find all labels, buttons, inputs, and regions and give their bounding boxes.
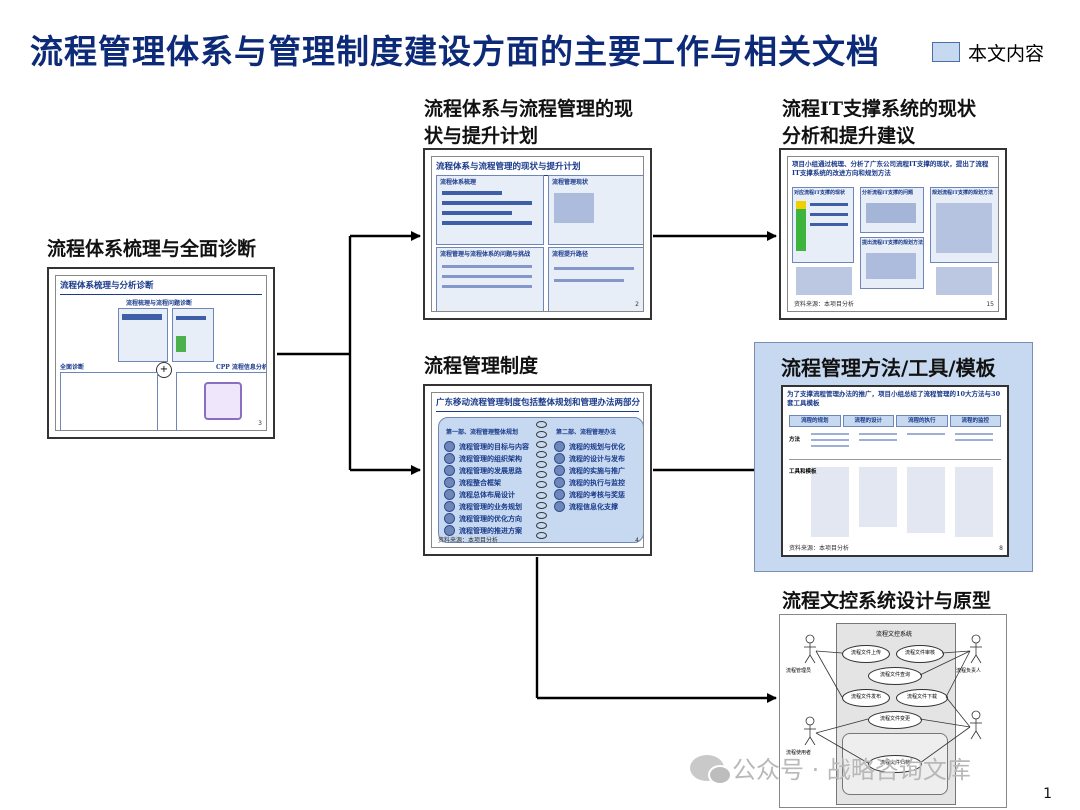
thumb-footer: 资料来源：本项目分析: [789, 545, 850, 552]
stage-chevron: 流程的设计: [842, 415, 894, 427]
page-number: 1: [1043, 786, 1052, 802]
row-label: 工具和模板: [789, 469, 817, 475]
thumb-footer: 资料来源：本项目分析: [794, 301, 855, 308]
use-case-oval: 流程文件审核: [896, 645, 944, 663]
thumb-page-number: 2: [635, 301, 639, 308]
column-title: 第一部、流程管理整体规划: [446, 429, 519, 436]
doc-thumb-methods-highlight[interactable]: 流程管理方法/工具/模板 为了支撑流程管理办法的推广，项目小组总结了流程管理的1…: [754, 342, 1033, 572]
list-item: 流程的实施与推广: [569, 465, 625, 475]
row-label: 方法: [789, 437, 801, 443]
thumb-section: 提出流程IT支撑的规划方法: [862, 240, 924, 246]
list-item: 流程管理的组织架构: [459, 453, 522, 463]
methods-page: 为了支撑流程管理办法的推广，项目小组总结了流程管理的10大方法与30套工具模板 …: [781, 385, 1009, 557]
stage-chevron: 流程的监控: [949, 415, 1001, 427]
list-item: 流程的设计与发布: [569, 453, 625, 463]
use-case-oval: 流程文件查询: [868, 667, 922, 685]
stage-chevron: 流程的规划: [789, 415, 841, 427]
thumb-section: 对应流程IT支撑的现状: [794, 190, 846, 196]
doc-label-diagnosis: 流程体系梳理与全面诊断: [47, 238, 257, 260]
thumb-subtitle: CPP 流程信息分析: [216, 364, 267, 371]
thumb-section: 流程提升路径: [552, 251, 589, 258]
page-title: 流程管理体系与管理制度建设方面的主要工作与相关文档: [30, 32, 880, 71]
thumb-section: 流程管理现状: [552, 179, 589, 186]
doc-label-regulations: 流程管理制度: [424, 355, 539, 377]
actor-label: 流程负责人: [956, 668, 982, 674]
thumb-title: 流程体系梳理与分析诊断: [60, 281, 154, 291]
system-title: 流程文控系统: [876, 631, 913, 638]
list-item: 流程管理的推进方案: [459, 525, 522, 535]
thumb-section: 流程管理与流程体系的问题与挑战: [440, 251, 531, 258]
use-case-oval: 流程文件变更: [868, 711, 922, 729]
list-item: 流程整合框架: [459, 477, 501, 487]
doc-label-it-support: 流程IT支撑系统的现状分析和提升建议: [782, 98, 977, 147]
wechat-icon: [690, 754, 732, 785]
watermark-text: 公众号 · 战略咨询文库: [732, 756, 971, 784]
doc-thumb-it-support[interactable]: 项目小组通过梳理、分析了广东公司流程IT支撑的现状，提出了流程IT支撑系统的改进…: [779, 148, 1007, 320]
doc-thumb-status-plan[interactable]: 流程体系与流程管理的现状与提升计划 流程体系梳理 流程管理现状 流程管理与流程体…: [423, 148, 652, 320]
thumb-title: 为了支撑流程管理办法的推广，项目小组总结了流程管理的10大方法与30套工具模板: [787, 390, 1001, 407]
list-item: 流程的规划与优化: [569, 441, 625, 451]
thumb-page-number: 15: [986, 301, 994, 308]
thumb-page-number: 4: [635, 537, 639, 544]
doc-label-doc-control: 流程文控系统设计与原型: [782, 590, 992, 612]
thumb-section: 分析流程IT支撑的问题: [862, 190, 914, 196]
list-item: 流程管理的业务规划: [459, 501, 522, 511]
use-case-oval: 流程文件下载: [896, 689, 948, 707]
thumb-title: 广东移动流程管理制度包括整体规划和管理办法两部分: [436, 398, 641, 408]
list-item: 流程信息化支撑: [569, 501, 618, 511]
thumb-section: 流程体系梳理: [440, 179, 477, 186]
use-case-oval: 流程文件发布: [842, 689, 890, 707]
thumb-subtitle: 流程梳理与流程问题诊断: [126, 300, 193, 307]
legend-label: 本文内容: [968, 42, 1045, 65]
doc-label-methods: 流程管理方法/工具/模板: [781, 356, 996, 380]
list-item: 流程总体布局设计: [459, 489, 515, 499]
use-case-oval: 流程文件上传: [842, 645, 890, 663]
doc-thumb-doc-control[interactable]: 流程文控系统 流程文件上传 流程文件审核 流程文件查询 流程文件发布 流程文件下…: [779, 614, 1007, 808]
list-item: 流程的执行与监控: [569, 477, 625, 487]
list-item: 流程管理的优化方向: [459, 513, 522, 523]
doc-thumb-diagnosis[interactable]: 流程体系梳理与分析诊断 流程梳理与流程问题诊断 + 全面诊断 CPP 流程信息分…: [47, 267, 275, 439]
actor-label: 流程使用者: [786, 750, 812, 756]
list-item: 流程的考核与奖惩: [569, 489, 625, 499]
thumb-title: 流程体系与流程管理的现状与提升计划: [436, 162, 581, 172]
stage-chevron: 流程的执行: [896, 415, 948, 427]
doc-thumb-regulations[interactable]: 广东移动流程管理制度包括整体规划和管理办法两部分 第一部、流程管理整体规划 第二…: [423, 384, 652, 556]
actor-label: 流程管理员: [786, 668, 812, 674]
use-case-oval: 流程文件归档: [868, 755, 922, 773]
watermark: 公众号 · 战略咨询文库: [690, 750, 971, 785]
doc-label-status-plan: 流程体系与流程管理的现状与提升计划: [424, 98, 634, 147]
list-item: 流程管理的发展思路: [459, 465, 522, 475]
thumb-title: 项目小组通过梳理、分析了广东公司流程IT支撑的现状，提出了流程IT支撑系统的改进…: [792, 160, 989, 177]
legend: 本文内容: [932, 40, 1045, 65]
thumb-footer: 资料来源：本项目分析: [438, 537, 499, 544]
legend-swatch: [932, 42, 960, 62]
actor-links: [804, 634, 982, 764]
thumb-page-number: 8: [999, 545, 1003, 552]
binder-rings: [536, 421, 548, 539]
thumb-section: 规划流程IT支撑的规划方法: [932, 190, 994, 196]
list-item: 流程管理的目标与内容: [459, 441, 529, 451]
thumb-page-number: 3: [258, 420, 262, 427]
column-title: 第二部、流程管理办法: [556, 429, 617, 436]
thumb-subtitle: 全面诊断: [60, 364, 85, 371]
